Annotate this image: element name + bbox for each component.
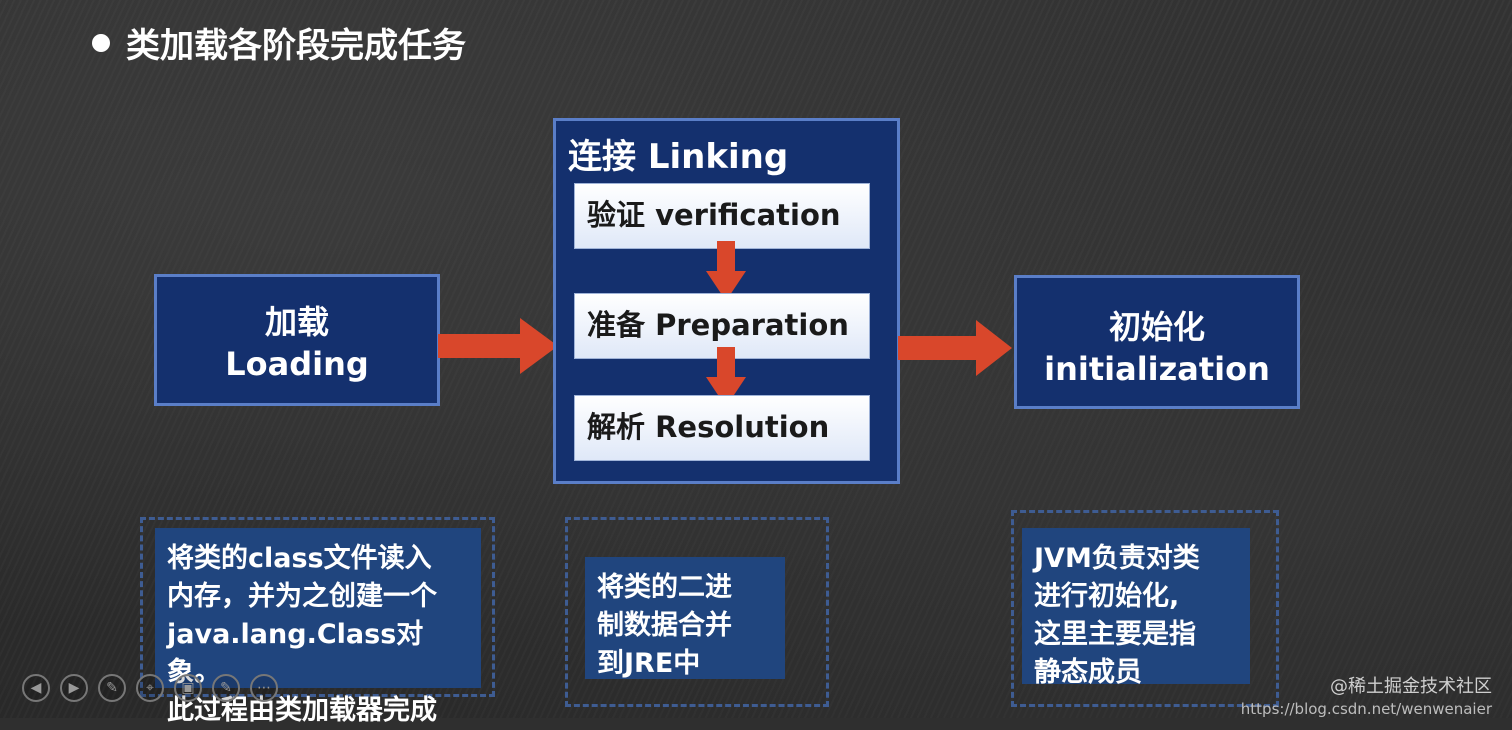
note-line: 到JRE中 xyxy=(597,648,701,679)
loading-label-cn: 加载 xyxy=(264,303,329,341)
linking-note: 将类的二进 制数据合并 到JRE中 xyxy=(585,557,785,679)
watermark: @稀土掘金技术社区 https://blog.csdn.net/wenwenai… xyxy=(1241,676,1492,720)
init-label-en: initialization xyxy=(1044,350,1270,388)
note-line: 内存，并为之创建一个 xyxy=(167,581,437,612)
initialization-stage-box: 初始化 initialization xyxy=(1014,275,1300,409)
presentation-toolbar: ◀ ▶ ✎ ⌖ ▣ ✎ ⋯ xyxy=(22,674,278,702)
linking-title: 连接 Linking xyxy=(568,137,789,177)
loading-note-frame xyxy=(140,517,495,697)
loading-stage-box: 加载 Loading xyxy=(154,274,440,406)
loading-note: 将类的class文件读入 内存，并为之创建一个 java.lang.Class对… xyxy=(155,528,481,726)
loading-label-en: Loading xyxy=(225,345,369,383)
note-line: 这里主要是指 xyxy=(1034,619,1196,650)
step-verification: 验证 verification xyxy=(574,183,870,249)
prev-icon[interactable]: ◀ xyxy=(22,674,50,702)
init-note: JVM负责对类 进行初始化, 这里主要是指 静态成员 xyxy=(1022,528,1250,688)
watermark-url: https://blog.csdn.net/wenwenaier xyxy=(1240,700,1492,718)
arrow-down-icon xyxy=(706,241,746,301)
next-icon[interactable]: ▶ xyxy=(60,674,88,702)
slide-title-text: 类加载各阶段完成任务 xyxy=(126,26,466,66)
note-line: 静态成员 xyxy=(1034,657,1142,688)
linking-note-frame xyxy=(565,517,829,707)
camera-icon[interactable]: ▣ xyxy=(174,674,202,702)
comment-icon[interactable]: ✎ xyxy=(212,674,240,702)
note-line: 将类的二进 xyxy=(597,572,732,603)
note-line: 将类的class文件读入 xyxy=(167,543,432,574)
note-line: 制数据合并 xyxy=(597,610,732,641)
linking-stage-box: 连接 Linking 验证 verification 准备 Preparatio… xyxy=(553,118,900,484)
zoom-icon[interactable]: ⌖ xyxy=(136,674,164,702)
step-resolution: 解析 Resolution xyxy=(574,395,870,461)
watermark-brand: @稀土掘金技术社区 xyxy=(1330,676,1492,697)
note-line: JVM负责对类 xyxy=(1034,543,1200,574)
pen-icon[interactable]: ✎ xyxy=(98,674,126,702)
init-note-frame xyxy=(1011,510,1279,707)
more-icon[interactable]: ⋯ xyxy=(250,674,278,702)
note-line: 进行初始化, xyxy=(1034,581,1180,612)
arrow-right-icon xyxy=(438,318,558,374)
init-label-cn: 初始化 xyxy=(1108,308,1205,346)
slide-title: 类加载各阶段完成任务 xyxy=(92,18,466,67)
arrow-right-icon xyxy=(898,320,1012,376)
step-preparation: 准备 Preparation xyxy=(574,293,870,359)
arrow-down-icon xyxy=(706,347,746,407)
bullet-icon xyxy=(92,33,110,52)
